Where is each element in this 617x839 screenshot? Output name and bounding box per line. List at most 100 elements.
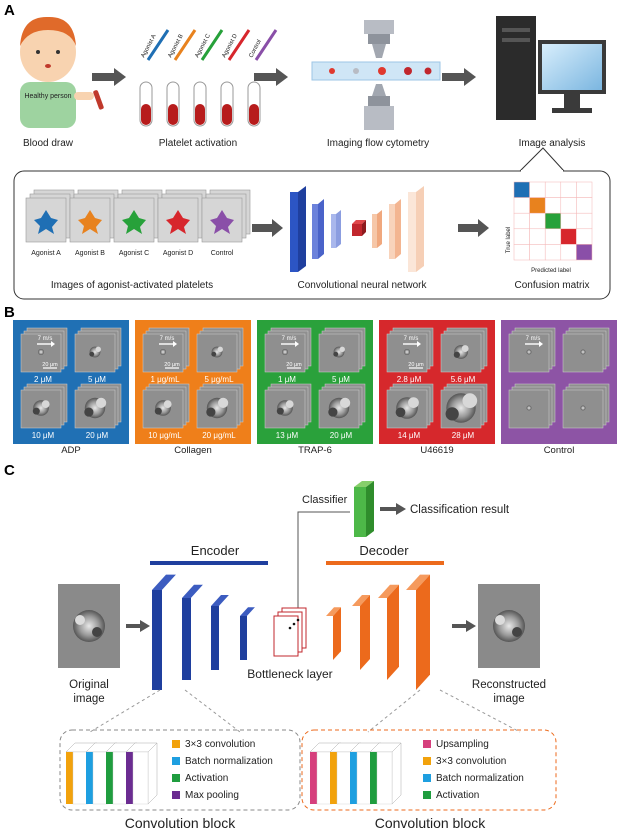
matrix-cell bbox=[560, 181, 577, 198]
concentration-label: 28 μM bbox=[452, 431, 475, 440]
agonist-group: 7 m/s bbox=[501, 320, 617, 444]
scale-bar-label: 20 μm bbox=[42, 362, 58, 368]
concentration-label: 20 μg/mL bbox=[202, 431, 236, 440]
group-name: ADP bbox=[61, 445, 81, 456]
matrix-cell bbox=[544, 228, 562, 245]
cell-image: 5 μM bbox=[74, 327, 122, 384]
platelet-shape bbox=[34, 210, 58, 234]
agonist-card: Control bbox=[201, 189, 251, 257]
step-label: Imaging flow cytometry bbox=[327, 138, 429, 149]
concentration-label: 10 μM bbox=[32, 431, 55, 440]
matrix-cell bbox=[513, 197, 530, 214]
legend-label: Activation bbox=[436, 790, 479, 801]
concentration-label: 14 μM bbox=[398, 431, 421, 440]
matrix-cell bbox=[576, 181, 593, 198]
cell-image: 7 m/s bbox=[508, 327, 556, 373]
decoder-label: Decoder bbox=[359, 543, 409, 558]
tube-label: Agonist D bbox=[221, 33, 239, 59]
legend-item: 3×3 convolution bbox=[172, 739, 255, 750]
network-layer bbox=[152, 574, 176, 690]
agonist-card: Agonist D bbox=[157, 189, 207, 257]
legend-swatch bbox=[172, 757, 180, 765]
speed-label: 7 m/s bbox=[404, 336, 419, 342]
legend-label: Activation bbox=[185, 773, 228, 784]
cell-image: 20 μM bbox=[74, 383, 122, 440]
matrix-cell bbox=[544, 197, 562, 214]
legend-swatch bbox=[172, 774, 180, 782]
agonist-tube: Agonist B bbox=[166, 29, 197, 127]
panel-a-letter: A bbox=[4, 2, 15, 19]
legend-swatch bbox=[423, 740, 431, 748]
network-layer bbox=[326, 607, 341, 660]
agonist-card-label: Agonist C bbox=[119, 250, 149, 257]
matrix-cell bbox=[529, 181, 546, 198]
matrix-cell bbox=[513, 244, 530, 261]
agonist-tube: Agonist A bbox=[139, 29, 170, 127]
concentration-label: 5 μg/mL bbox=[204, 375, 234, 384]
group-name: Control bbox=[544, 445, 575, 456]
matrix-cell bbox=[576, 228, 593, 245]
platelet-shape bbox=[166, 210, 190, 234]
cell-image: 13 μM bbox=[264, 383, 312, 440]
analysis-detail-box bbox=[13, 170, 611, 300]
group-name: Collagen bbox=[174, 445, 212, 456]
matrix-cell bbox=[560, 197, 577, 214]
legend-swatch bbox=[423, 757, 431, 765]
cell-image: 7 m/s20 μm2 μM bbox=[20, 327, 68, 384]
concentration-label: 20 μM bbox=[86, 431, 109, 440]
matrix-cell bbox=[576, 244, 593, 261]
decoder-block-box bbox=[301, 729, 557, 811]
encoder-block-box bbox=[59, 729, 301, 811]
process-arrows bbox=[92, 68, 476, 86]
matrix-cell bbox=[513, 181, 530, 198]
speed-label: 7 m/s bbox=[282, 336, 297, 342]
matrix-cell bbox=[529, 212, 546, 230]
process-arrow bbox=[254, 68, 288, 86]
classification-result-label: Classification result bbox=[410, 504, 510, 516]
speed-label: 7 m/s bbox=[160, 336, 175, 342]
agonist-card-label: Agonist A bbox=[31, 250, 61, 257]
cell-image: 7 m/s20 μm2.8 μM bbox=[386, 327, 434, 384]
platelet-shape bbox=[78, 210, 102, 234]
cell-image: 10 μM bbox=[20, 383, 68, 440]
concentration-label: 1 μM bbox=[278, 375, 296, 384]
legend-label: Batch normalization bbox=[436, 773, 524, 784]
analysis-sub-label: Images of agonist-activated platelets bbox=[51, 280, 213, 291]
block-layer bbox=[369, 742, 402, 805]
concentration-label: 5 μM bbox=[88, 375, 106, 384]
matrix-cell bbox=[513, 212, 530, 230]
reconstructed-image-label-2: image bbox=[493, 693, 524, 705]
original-image bbox=[58, 584, 120, 668]
confusion-matrix bbox=[513, 181, 593, 261]
matrix-true-label: True label bbox=[506, 227, 512, 253]
matrix-cell bbox=[560, 244, 577, 261]
cell-image: 20 μM bbox=[318, 383, 366, 440]
output-arrow bbox=[466, 620, 476, 632]
cell-image bbox=[562, 327, 610, 373]
legend-label: 3×3 convolution bbox=[436, 756, 506, 767]
panel-b-letter: B bbox=[4, 304, 15, 321]
group-name: TRAP-6 bbox=[298, 445, 332, 456]
cell-image: 5.6 μM bbox=[440, 327, 488, 384]
encoder-zoom-line-right bbox=[184, 689, 241, 733]
process-arrow bbox=[442, 68, 476, 86]
agonist-tube: Agonist D bbox=[220, 29, 251, 127]
encoder-zoom-line-left bbox=[89, 689, 161, 733]
tube-label: Agonist A bbox=[140, 34, 157, 59]
matrix-cell bbox=[560, 228, 577, 245]
cell-image: 7 m/s20 μm1 μg/mL bbox=[142, 327, 190, 384]
cell-image: 10 μg/mL bbox=[142, 383, 190, 440]
matrix-cell bbox=[544, 244, 562, 261]
concentration-label: 2 μM bbox=[34, 375, 52, 384]
cell-image: 7 m/s20 μm1 μM bbox=[264, 327, 312, 384]
group-name: U46619 bbox=[420, 445, 453, 456]
cell-image: 14 μM bbox=[386, 383, 434, 440]
decoder-zoom-line-left bbox=[367, 689, 421, 733]
bottleneck-label: Bottleneck layer bbox=[247, 667, 332, 681]
